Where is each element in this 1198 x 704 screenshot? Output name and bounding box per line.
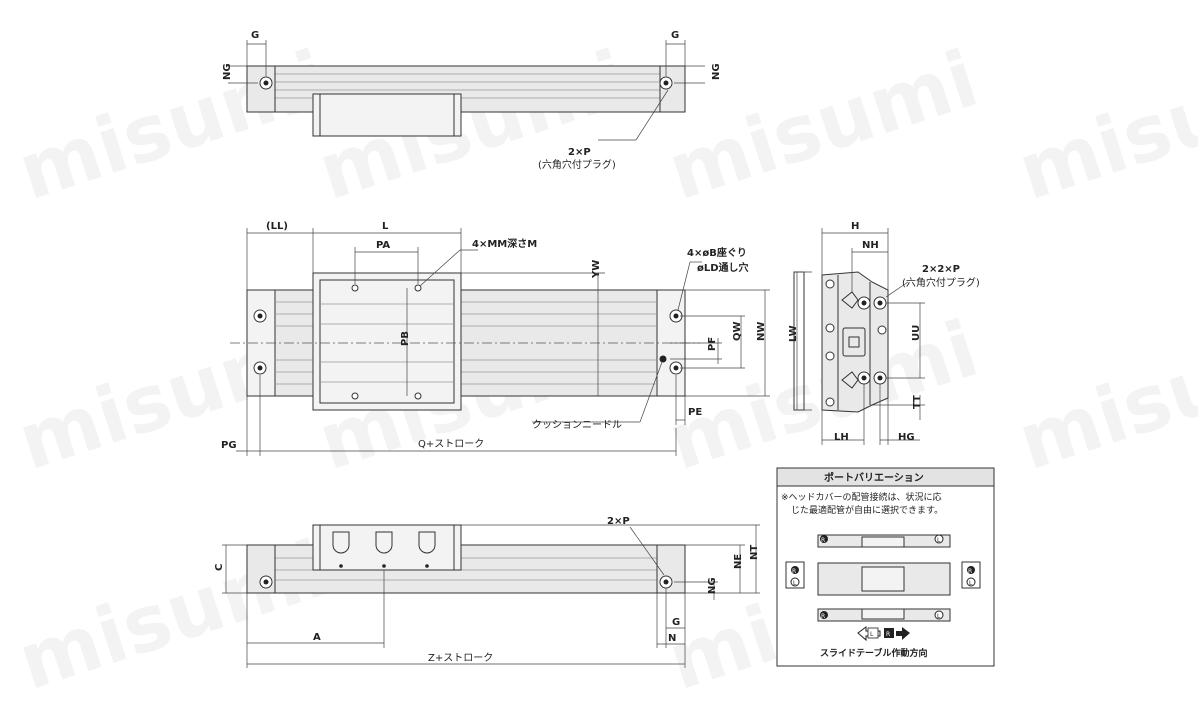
dim-L: L: [382, 221, 389, 232]
dim-NG-side: NG: [707, 577, 718, 594]
port-box-caption: スライドテーブル作動方向: [820, 647, 927, 659]
svg-text:misumi: misumi: [658, 34, 988, 218]
end-view: H NH LW 2×2×P (六角穴付プラグ) UU TT LH HG: [788, 221, 980, 445]
dim-PB: PB: [400, 331, 411, 346]
dim-A: A: [313, 632, 321, 643]
dim-UU: UU: [911, 325, 922, 341]
svg-text:L: L: [937, 537, 941, 544]
dim-TT: TT: [912, 395, 923, 409]
dim-C: C: [214, 564, 225, 571]
svg-text:R: R: [792, 568, 796, 575]
svg-text:L: L: [793, 580, 797, 587]
dim-G-side: G: [672, 617, 680, 628]
dim-NG-right: NG: [711, 63, 722, 80]
svg-text:L: L: [969, 580, 973, 587]
dim-NE: NE: [733, 554, 744, 569]
callout-2xP-side: 2×P: [607, 516, 630, 527]
callout-plug-end: (六角穴付プラグ): [902, 276, 980, 289]
svg-text:R: R: [968, 568, 972, 575]
callout-LD: øLD通し穴: [697, 261, 749, 274]
port-variation-box: ポートバリエーション ※ヘッドカバーの配管接続は、状況に応 じた最適配管が自由に…: [776, 467, 995, 667]
dim-PA: PA: [376, 240, 390, 251]
callout-MM: 4×MM深さM: [472, 237, 537, 250]
dim-NG-left: NG: [222, 63, 233, 80]
callout-cushion-needle: クッションニードル: [532, 419, 622, 431]
top-view: G G NG NG 2×P (六角穴付プラグ): [222, 30, 722, 171]
dim-N: N: [668, 633, 676, 644]
dim-YW: YW: [591, 260, 602, 279]
dim-LL: (LL): [266, 221, 288, 232]
dim-PG: PG: [221, 440, 237, 451]
dim-PE: PE: [688, 407, 702, 418]
cushion-needle-mark: [659, 355, 667, 363]
dim-H: H: [851, 221, 859, 232]
svg-text:misumi: misumi: [1008, 304, 1198, 488]
svg-text:misumi: misumi: [1008, 34, 1198, 218]
dim-HG: HG: [898, 432, 915, 443]
svg-text:misumi: misumi: [8, 34, 338, 218]
dim-PF: PF: [707, 337, 718, 351]
dim-LW: LW: [788, 325, 799, 342]
dim-G-right: G: [671, 30, 679, 41]
svg-text:L: L: [870, 631, 874, 638]
plan-view: (LL) L PA PB 4×MM深さM YW 4×øB座ぐり øLD通し穴 N…: [221, 221, 770, 456]
callout-plug: (六角穴付プラグ): [538, 158, 616, 171]
side-view: 2×P C NE NT NG G N A Z+ストローク: [214, 516, 760, 668]
svg-text:R: R: [821, 613, 825, 620]
svg-text:R: R: [886, 631, 890, 638]
dim-Q-stroke: Q+ストローク: [418, 438, 484, 450]
dim-Z-stroke: Z+ストローク: [428, 652, 493, 664]
dim-G-left: G: [251, 30, 259, 41]
dim-QW: QW: [732, 321, 743, 341]
arrow-right-icon: [896, 627, 910, 640]
port-box-note-1: ※ヘッドカバーの配管接続は、状況に応: [781, 491, 942, 503]
dim-NT: NT: [749, 545, 760, 560]
callout-2x2xP: 2×2×P: [922, 264, 960, 275]
dim-NH: NH: [862, 240, 879, 251]
callout-2xP: 2×P: [568, 147, 591, 158]
dim-LH: LH: [834, 432, 849, 443]
port-box-note-2: じた最適配管が自由に選択できます。: [791, 504, 943, 516]
dim-NW: NW: [756, 322, 767, 341]
svg-text:R: R: [821, 537, 825, 544]
callout-B: 4×øB座ぐり: [687, 246, 747, 259]
port-box-title: ポートバリエーション: [824, 471, 924, 484]
svg-text:L: L: [937, 613, 941, 620]
